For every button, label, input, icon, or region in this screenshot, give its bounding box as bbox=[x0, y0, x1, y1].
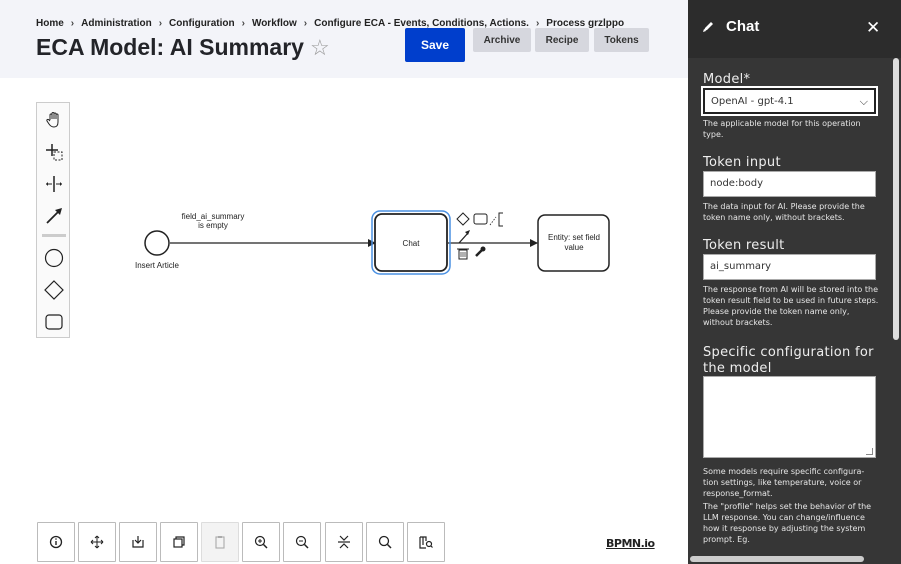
breadcrumb-configuration[interactable]: Configuration bbox=[169, 18, 235, 29]
breadcrumb-separator: › bbox=[70, 18, 75, 29]
tool-palette bbox=[36, 102, 70, 338]
minimap-button[interactable] bbox=[407, 522, 445, 562]
zoom-in-button[interactable] bbox=[242, 522, 280, 562]
tokens-button[interactable]: Tokens bbox=[594, 28, 649, 52]
token-input-label: Token input bbox=[703, 155, 781, 170]
breadcrumb-home[interactable]: Home bbox=[36, 18, 64, 29]
diagram-canvas[interactable]: Insert Article field_ai_summary is empty… bbox=[0, 80, 688, 564]
horizontal-scrollbar[interactable] bbox=[690, 556, 864, 562]
info-icon bbox=[49, 535, 63, 549]
resize-handle-icon[interactable] bbox=[866, 448, 873, 455]
token-input-help: The data input for AI. Please provide th… bbox=[703, 202, 865, 222]
hand-tool-icon[interactable] bbox=[41, 107, 67, 133]
model-label: Model* bbox=[703, 72, 751, 87]
condition-label-2: is empty bbox=[198, 221, 228, 230]
zoom-out-button[interactable] bbox=[283, 522, 321, 562]
duplicate-button[interactable] bbox=[160, 522, 198, 562]
connect-arrow-icon[interactable] bbox=[458, 230, 470, 244]
token-result-help: The response from AI will be stored into… bbox=[703, 285, 879, 327]
chat-task-label: Chat bbox=[403, 239, 421, 248]
config-help-2: The "profile" helps set the behavior of … bbox=[703, 502, 872, 544]
search-button[interactable] bbox=[366, 522, 404, 562]
delete-trash-icon[interactable] bbox=[457, 248, 469, 260]
token-input-field[interactable]: node:body bbox=[703, 171, 876, 197]
palette-separator bbox=[42, 234, 66, 237]
download-icon bbox=[132, 536, 144, 548]
move-icon bbox=[90, 535, 104, 549]
move-canvas-button[interactable] bbox=[78, 522, 116, 562]
entity-task-label-2: value bbox=[564, 243, 584, 252]
append-gateway-icon[interactable] bbox=[456, 212, 470, 226]
panel-header: Chat ✕ bbox=[688, 0, 901, 58]
fit-icon bbox=[338, 535, 350, 549]
connect-tool-icon[interactable] bbox=[41, 203, 67, 229]
breadcrumb-process[interactable]: Process grzlppo bbox=[546, 18, 625, 29]
config-help-1: Some models require specific configura-t… bbox=[703, 467, 865, 498]
search-icon bbox=[378, 535, 392, 549]
page-title-text: ECA Model: AI Summary bbox=[36, 34, 304, 60]
bpmn-io-logo[interactable]: BPMN.io bbox=[606, 537, 655, 550]
breadcrumb-administration[interactable]: Administration bbox=[81, 18, 152, 29]
model-select[interactable]: OpenAI - gpt-4.1 ⌵ bbox=[702, 87, 877, 115]
favorite-star-icon[interactable]: ☆ bbox=[309, 35, 330, 60]
lasso-tool-icon[interactable] bbox=[41, 139, 67, 165]
breadcrumb-separator: › bbox=[158, 18, 163, 29]
breadcrumb-workflow[interactable]: Workflow bbox=[251, 18, 297, 29]
chevron-down-icon: ⌵ bbox=[859, 95, 868, 108]
breadcrumb: Home › Administration › Configuration › Workfl… bbox=[36, 18, 624, 29]
breadcrumb-separator: › bbox=[303, 18, 308, 29]
entity-task-label: Entity: set field bbox=[548, 233, 600, 242]
config-label: Specific configuration for the model bbox=[703, 345, 874, 376]
page-header: Home › Administration › Configuration › Workfl… bbox=[0, 0, 688, 78]
zoom-in-icon bbox=[254, 535, 268, 549]
fit-viewport-button[interactable] bbox=[325, 522, 363, 562]
vertical-scrollbar[interactable] bbox=[893, 58, 899, 340]
minimap-icon bbox=[419, 536, 433, 549]
archive-button[interactable]: Archive bbox=[473, 28, 531, 52]
append-annotation-icon[interactable] bbox=[489, 212, 503, 227]
gateway-tool-icon[interactable] bbox=[41, 277, 67, 303]
condition-label: field_ai_summary bbox=[182, 212, 245, 221]
config-textarea[interactable] bbox=[703, 376, 876, 458]
panel-title: Chat bbox=[726, 18, 760, 35]
token-result-label: Token result bbox=[703, 238, 785, 253]
recipe-button[interactable]: Recipe bbox=[535, 28, 589, 52]
close-icon[interactable]: ✕ bbox=[866, 18, 881, 37]
bpmn-diagram: Insert Article field_ai_summary is empty… bbox=[135, 210, 610, 275]
task-tool-icon[interactable] bbox=[41, 309, 67, 335]
append-task-icon[interactable] bbox=[473, 213, 488, 225]
duplicate-icon bbox=[173, 536, 185, 548]
page-title: ECA Model: AI Summary☆ bbox=[36, 34, 330, 61]
space-tool-icon[interactable] bbox=[41, 171, 67, 197]
wrench-icon[interactable] bbox=[475, 246, 486, 257]
pencil-icon bbox=[703, 22, 713, 32]
start-event-tool-icon[interactable] bbox=[41, 245, 67, 271]
entity-task[interactable] bbox=[537, 214, 610, 272]
save-button[interactable]: Save bbox=[405, 28, 465, 62]
model-select-value: OpenAI - gpt-4.1 bbox=[711, 95, 794, 107]
start-event-label: Insert Article bbox=[135, 261, 180, 270]
model-help: The applicable model for this operation … bbox=[703, 119, 861, 139]
selection-outline bbox=[371, 210, 451, 275]
breadcrumb-configure-eca[interactable]: Configure ECA - Events, Conditions, Acti… bbox=[314, 18, 529, 29]
chat-task[interactable] bbox=[374, 213, 448, 272]
breadcrumb-separator: › bbox=[535, 18, 540, 29]
info-button[interactable] bbox=[37, 522, 75, 562]
paste-icon bbox=[215, 536, 225, 549]
paste-button[interactable] bbox=[201, 522, 239, 562]
download-button[interactable] bbox=[119, 522, 157, 562]
start-event[interactable] bbox=[144, 230, 170, 256]
breadcrumb-separator: › bbox=[241, 18, 245, 29]
token-result-field[interactable]: ai_summary bbox=[703, 254, 876, 280]
chat-properties-panel: Chat ✕ Model* OpenAI - gpt-4.1 ⌵ The app… bbox=[688, 0, 901, 564]
zoom-out-icon bbox=[295, 535, 309, 549]
